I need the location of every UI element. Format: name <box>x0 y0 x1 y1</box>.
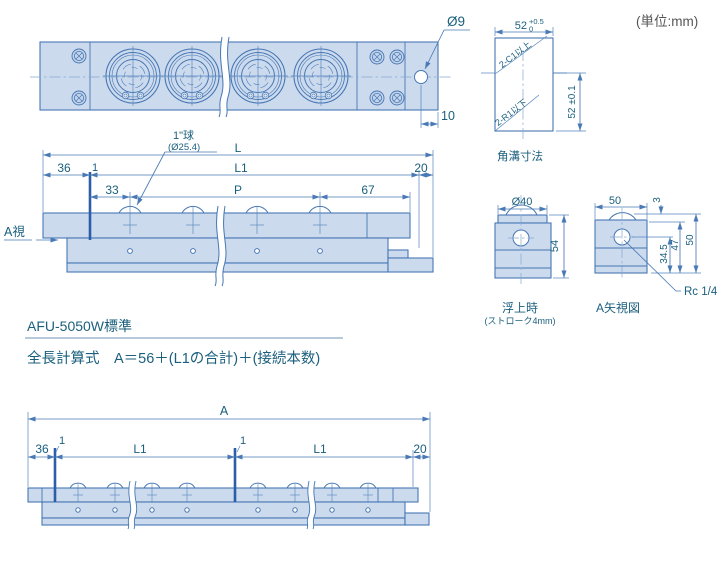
top-view-dimensions <box>420 29 470 128</box>
dim-1: 1 <box>92 162 98 174</box>
end-bolt <box>389 90 405 106</box>
groove-dimensions <box>494 27 586 132</box>
groove-profile <box>494 37 554 132</box>
dim-20: 20 <box>413 442 427 456</box>
model-title: AFU-5050W標準 <box>27 318 132 334</box>
ball-dome <box>608 212 637 221</box>
end-bolt <box>369 90 385 106</box>
rail-top-strip <box>27 487 419 503</box>
groove-width-tol-upper: +0.5 <box>529 17 544 26</box>
view-a-label: A視 <box>4 224 25 239</box>
corner-bolt <box>71 48 87 64</box>
ball-dia-label: (Ø25.4) <box>168 142 200 153</box>
dim-36: 36 <box>57 161 71 175</box>
groove-width-dim: 52 <box>515 20 527 32</box>
float-view-subtitle: (ストローク4mm) <box>485 316 556 326</box>
end-tab <box>404 512 430 526</box>
dim-L: L <box>235 141 242 155</box>
end-bolt <box>389 49 405 65</box>
units-note: (単位:mm) <box>636 14 698 29</box>
notes-block: AFU-5050W標準 全長計算式 A＝56＋(L1の合計)＋(接続本数) <box>25 318 343 367</box>
groove-width-tol-lower: 0 <box>529 25 533 34</box>
top-plan-view: Ø9 10 <box>30 14 470 128</box>
dim-3: 3 <box>652 197 663 203</box>
dim-33: 33 <box>105 183 119 197</box>
dim-ball-dia: Ø40 <box>512 196 533 208</box>
arrow-view-a: 50 3 34.5 47 50 Rc 1/4 A矢視図 <box>594 195 718 315</box>
dim-P: P <box>234 183 242 197</box>
hole-dia-label: Ø9 <box>447 14 465 29</box>
dim-1b: 1 <box>240 435 246 447</box>
dim-1a: 1 <box>59 435 65 447</box>
end-tab <box>387 257 434 273</box>
cap-plate <box>497 214 548 224</box>
corner-bolt <box>71 90 87 106</box>
length-formula: 全長計算式 A＝56＋(L1の合計)＋(接続本数) <box>27 349 320 367</box>
chamfer-note: 2-C1以上 <box>497 39 533 70</box>
dim-34-5: 34.5 <box>659 244 670 264</box>
block-body <box>594 219 648 274</box>
arrow-view-dimensions <box>594 203 701 292</box>
edge-offset-dim: 10 <box>441 109 455 123</box>
base-strip <box>41 517 406 526</box>
dim-54: 54 <box>549 240 561 252</box>
end-bolt <box>369 49 385 65</box>
connected-rails-view: A 36 1 L1 1 L1 20 <box>27 404 431 530</box>
dim-47: 47 <box>670 239 681 251</box>
arrow-view-title: A矢視図 <box>596 300 640 315</box>
float-end-view: Ø40 54 浮上時 (ストローク4mm) <box>485 195 569 326</box>
view-a-marker: A視 <box>4 224 58 243</box>
thread-label: Rc 1/4 <box>684 286 718 298</box>
side-view-dimensions <box>42 150 434 257</box>
base-plate <box>66 237 389 264</box>
rail-top-strip <box>42 212 411 239</box>
base-strip <box>66 262 389 273</box>
float-view-title: 浮上時 <box>502 301 538 315</box>
dim-67: 67 <box>361 183 375 197</box>
groove-height-dim: 52 ±0.1 <box>567 85 578 119</box>
dim-L1a: L1 <box>133 442 147 456</box>
dim-L1b: L1 <box>313 442 327 456</box>
side-view: L 36 1 L1 20 33 P 67 1"球 (Ø25.4) A視 <box>4 128 434 287</box>
connected-view-dimensions <box>27 412 431 512</box>
dim-height-50: 50 <box>685 234 696 246</box>
dim-36: 36 <box>35 442 49 456</box>
groove-detail-title: 角溝寸法 <box>497 149 543 163</box>
radius-note: 2-R1以下 <box>493 97 529 128</box>
mounting-hole <box>414 70 428 84</box>
end-step <box>387 249 409 259</box>
dim-width-50: 50 <box>609 195 621 207</box>
groove-detail: 52 +0.5 0 52 ±0.1 2-C1以上 2-R1以下 角溝寸法 <box>481 17 586 163</box>
dim-A: A <box>220 404 229 418</box>
dim-L1: L1 <box>234 161 248 175</box>
ball-size-label: 1"球 <box>173 128 194 142</box>
float-view-dimensions <box>497 205 569 279</box>
base-plate <box>41 501 406 519</box>
dim-20: 20 <box>414 161 428 175</box>
